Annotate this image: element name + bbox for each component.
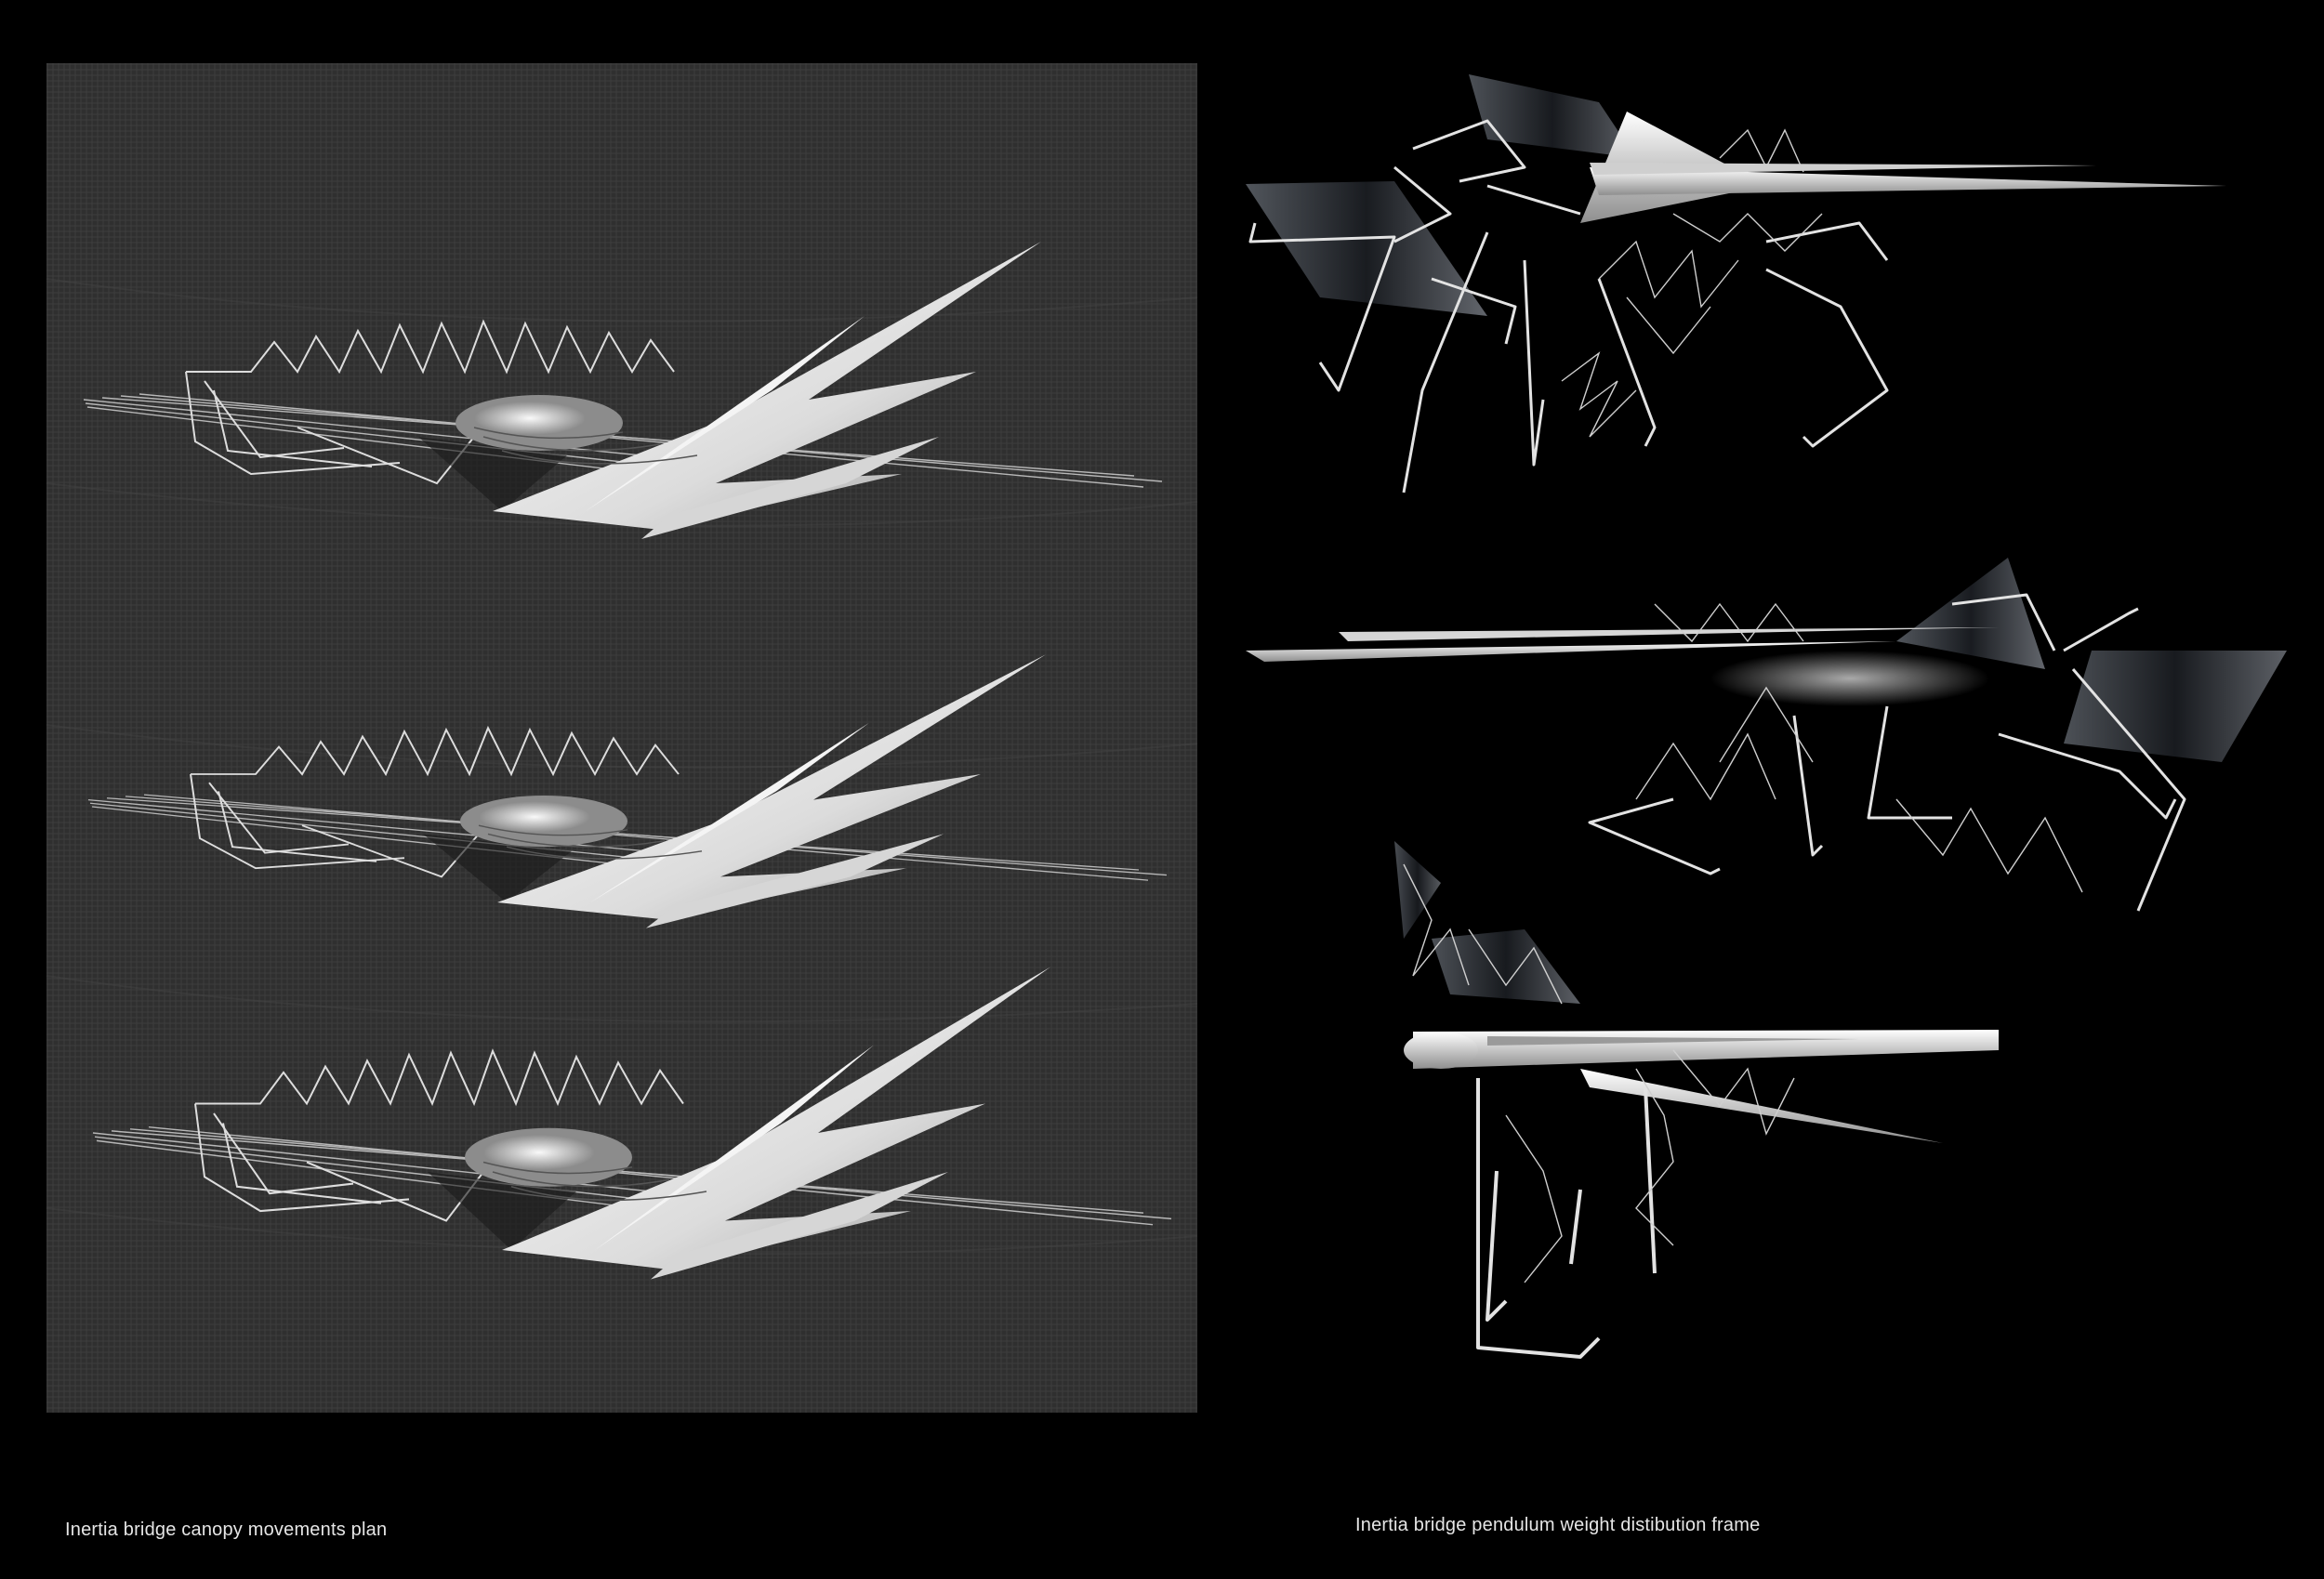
pendulum-frame-view-1 bbox=[1246, 74, 2226, 493]
caption-pendulum-frame: Inertia bridge pendulum weight distibuti… bbox=[1355, 1515, 1761, 1535]
pendulum-frame-view-2 bbox=[1246, 558, 2287, 912]
caption-canopy-plan: Inertia bridge canopy movements plan bbox=[65, 1520, 388, 1540]
canopy-plan-panel bbox=[46, 63, 1198, 1413]
pendulum-frame-view-3 bbox=[1394, 841, 1999, 1359]
